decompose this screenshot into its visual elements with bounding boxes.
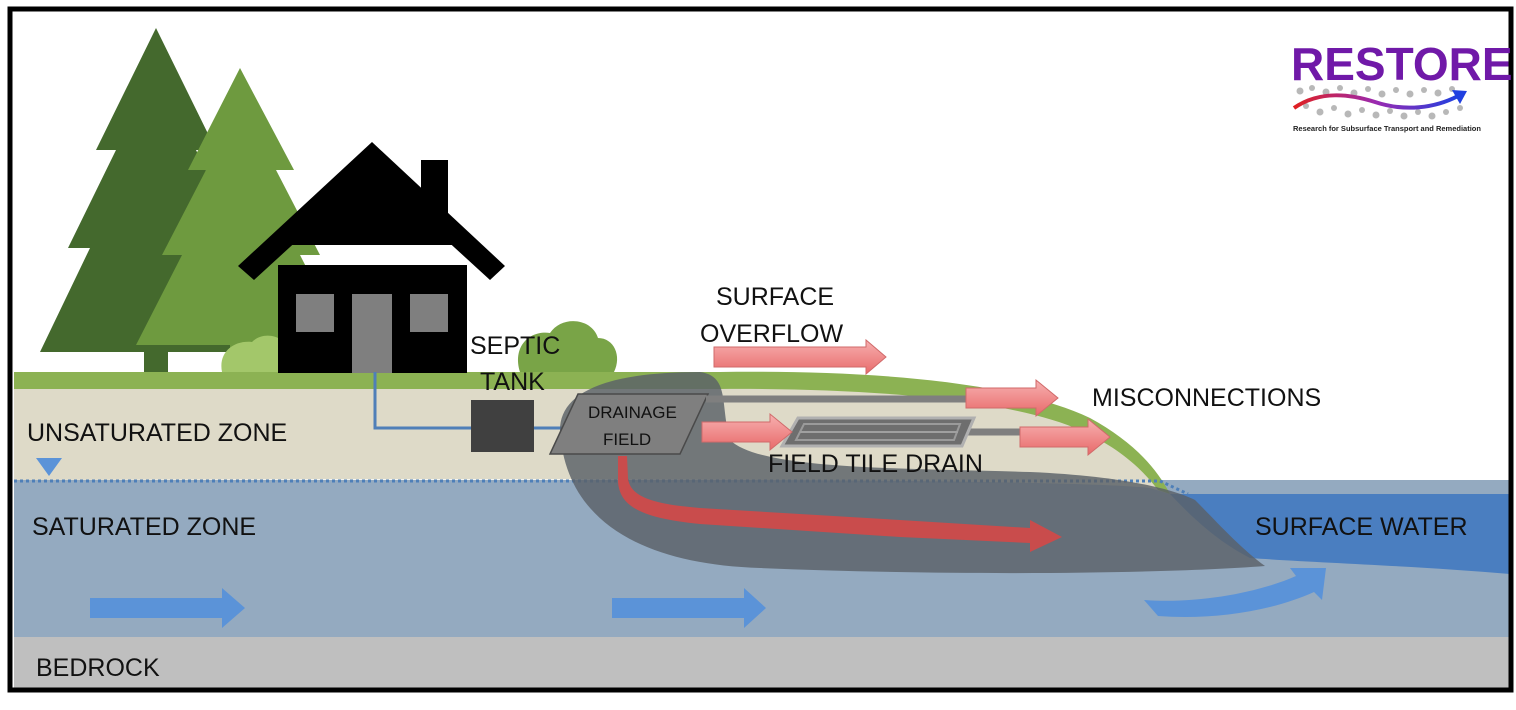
field-tile-drain-grid (779, 416, 977, 448)
groundwater-contaminant-arrow (618, 456, 1062, 552)
septic-tank-label-line2: TANK (480, 368, 545, 396)
saturated-zone-label: SATURATED ZONE (32, 513, 256, 541)
surface-overflow-label-line2: OVERFLOW (700, 320, 843, 348)
drainage-to-tile-arrow (701, 412, 793, 452)
surface-water-label: SURFACE WATER (1255, 513, 1468, 541)
septic-tank-label-line1: SEPTIC (470, 332, 560, 360)
discharge-flow-arrow (1144, 568, 1326, 617)
groundwater-flow-arrow-1 (90, 588, 245, 628)
water-table-line (14, 479, 1189, 496)
logo-title: RESTORE (1291, 38, 1513, 90)
field-tile-drain-label: FIELD TILE DRAIN (768, 450, 983, 478)
misconnections-label: MISCONNECTIONS (1092, 384, 1321, 412)
drainage-field-label-line2: FIELD (603, 430, 651, 449)
groundwater-flow-arrow-2 (612, 588, 766, 628)
septic-tank (471, 400, 534, 452)
grass-strip (14, 371, 1170, 494)
water-table-marker (36, 458, 62, 476)
house-to-tank-pipe (373, 372, 472, 430)
surface-overflow-arrow (713, 338, 887, 376)
logo-wave-arrow-icon (1292, 93, 1459, 110)
drainage-field (548, 393, 710, 455)
misconnection-arrow-lower (1019, 417, 1111, 457)
restore-logo: RESTORE Research for Subsurface Transpor… (1291, 38, 1513, 133)
misconnection-arrow-upper (965, 378, 1059, 418)
surface-water-body (1170, 494, 1510, 574)
diagram-frame (7, 6, 1514, 693)
unsaturated-zone-label: UNSATURATED ZONE (27, 419, 287, 447)
house-icon (238, 142, 505, 373)
logo-particles-icon (1296, 85, 1463, 120)
bush-right (518, 321, 618, 372)
drainage-field-label-line1: DRAINAGE (588, 403, 677, 422)
bedrock-layer (14, 636, 1510, 690)
surface-overflow-label-line1: SURFACE (716, 283, 834, 311)
logo-subtitle: Research for Subsurface Transport and Re… (1293, 124, 1481, 133)
bedrock-label: BEDROCK (36, 654, 160, 682)
